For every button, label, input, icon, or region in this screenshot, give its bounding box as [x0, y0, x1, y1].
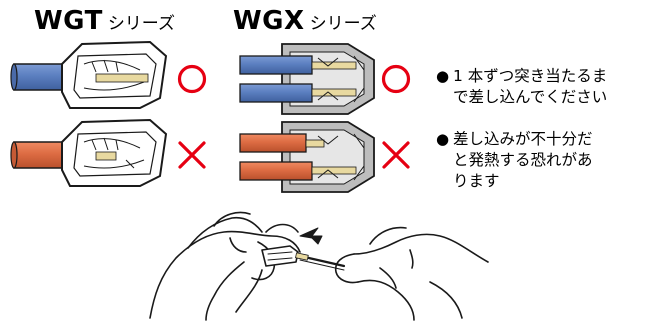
note-insert-fully: ● 1 本ずつ突き当たるま で差し込んでください — [436, 66, 650, 108]
bullet-icon: ● — [436, 67, 450, 85]
note-text: 差し込みが不十分だ と発熱する恐れがあ ります — [453, 130, 593, 190]
bullet-icon: ● — [436, 130, 450, 148]
wgt-ok-mark — [177, 64, 207, 94]
wgx-correct-connector — [239, 43, 375, 115]
wgt-series-suffix: シリーズ — [107, 14, 175, 34]
wgt-series-code: WGT — [34, 6, 103, 36]
note-heat-warning: ● 差し込みが不十分だ と発熱する恐れがあ ります — [436, 129, 650, 192]
wgx-ok-mark — [381, 64, 411, 94]
wgt-incorrect-connector — [10, 118, 168, 187]
wgx-series-suffix: シリーズ — [309, 14, 377, 34]
wgx-ng-mark — [382, 141, 410, 169]
wgt-correct-connector — [10, 40, 168, 109]
wgx-incorrect-connector — [239, 121, 375, 193]
hands-inserting-wire — [149, 211, 489, 321]
wgx-series-code: WGX — [233, 6, 305, 36]
wgt-ng-mark — [178, 141, 206, 169]
note-text: 1 本ずつ突き当たるま で差し込んでください — [453, 67, 608, 106]
